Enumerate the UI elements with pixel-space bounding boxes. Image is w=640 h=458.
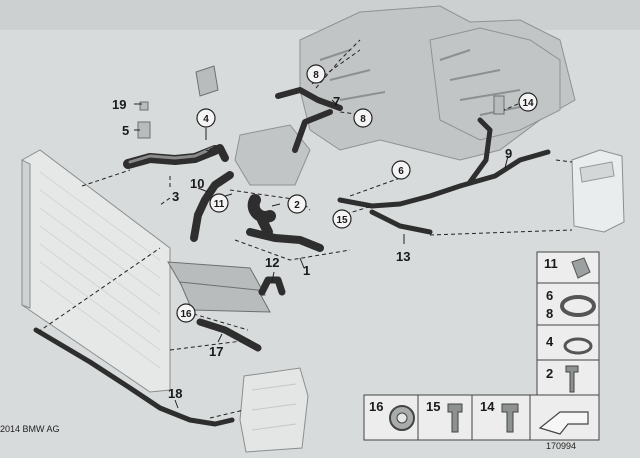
bolt-icon bbox=[565, 365, 579, 393]
callout-19: 19 bbox=[112, 97, 126, 112]
callout-16: 16 bbox=[180, 309, 192, 320]
hose-clamp-icon bbox=[560, 295, 596, 317]
callout-18: 18 bbox=[168, 386, 182, 401]
spring-clamp-icon bbox=[563, 337, 593, 355]
legend-16-label: 16 bbox=[369, 399, 383, 414]
diagram-number: 170994 bbox=[546, 441, 576, 451]
leader-lines bbox=[37, 39, 573, 419]
expansion-tank bbox=[571, 149, 625, 233]
screw-icon-15 bbox=[447, 403, 463, 433]
mounting-bracket bbox=[167, 261, 271, 313]
callout-5: 5 bbox=[122, 123, 129, 138]
legend-4-label: 4 bbox=[546, 334, 554, 349]
callout-7: 7 bbox=[333, 94, 340, 109]
callout-15: 15 bbox=[336, 215, 348, 226]
legend-2-label: 2 bbox=[546, 366, 553, 381]
parts-legend-panel: 11 6 8 4 2 bbox=[536, 251, 600, 408]
legend-11-label: 11 bbox=[544, 256, 558, 271]
callout-12: 12 bbox=[265, 255, 279, 270]
callout-10: 10 bbox=[190, 176, 204, 191]
copyright-text: 2014 BMW AG bbox=[0, 424, 60, 434]
legend-14-label: 14 bbox=[480, 399, 495, 414]
hardware-parts bbox=[137, 65, 505, 139]
legend-15-label: 15 bbox=[426, 399, 440, 414]
legend-6-label: 6 bbox=[546, 288, 553, 303]
callout-6: 6 bbox=[398, 166, 404, 177]
callout-2: 2 bbox=[294, 200, 300, 211]
callout-1: 1 bbox=[303, 263, 310, 278]
radiator bbox=[21, 149, 171, 393]
arrow-icon bbox=[538, 411, 589, 435]
callout-3: 3 bbox=[172, 189, 179, 204]
callout-9: 9 bbox=[505, 146, 512, 161]
callout-8-upper: 8 bbox=[313, 70, 319, 81]
auxiliary-cooler bbox=[239, 367, 309, 453]
callout-17: 17 bbox=[209, 344, 223, 359]
callout-11: 11 bbox=[214, 199, 225, 210]
coolant-hoses bbox=[33, 87, 551, 427]
callout-4: 4 bbox=[203, 114, 209, 125]
callout-8-lower: 8 bbox=[360, 114, 366, 125]
legend-8-label: 8 bbox=[546, 306, 553, 321]
screw-icon-14 bbox=[501, 403, 519, 433]
callout-13: 13 bbox=[396, 249, 410, 264]
bottom-legend-panel: 16 15 14 bbox=[363, 394, 600, 441]
callout-14: 14 bbox=[522, 98, 534, 109]
clip-icon bbox=[571, 257, 591, 279]
